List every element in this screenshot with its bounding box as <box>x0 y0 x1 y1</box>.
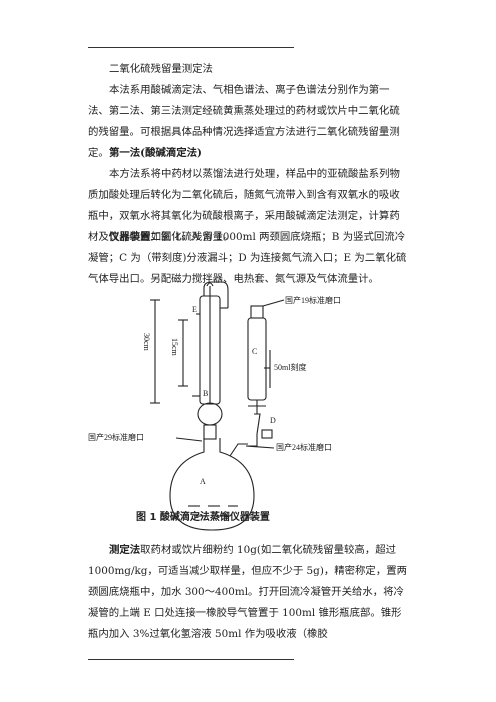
label-A: A <box>200 477 206 486</box>
procedure-text: 取药材或饮片细粉约 10g(如二氧化硫残留量较高，超过 1000mg/kg，可适… <box>88 544 407 640</box>
section-heading: 第一法(酸碱滴定法) <box>109 147 202 159</box>
apparatus-diagram: 30cm 15cm E B C 国产19标准磨口 50ml刻度 D <box>88 281 341 531</box>
apparatus-text: 如图 1。A 为 1000ml 两颈圆底烧瓶；B 为竖式回流冷凝管；C 为（带刻… <box>88 231 407 285</box>
joint-24-label: 国产24标准磨口 <box>276 442 332 452</box>
apparatus-label: 仪器装置 <box>109 231 151 243</box>
condenser-bulb <box>197 402 223 426</box>
apparatus-figure: 30cm 15cm E B C 国产19标准磨口 50ml刻度 D <box>88 278 408 538</box>
joint-29-label: 国产29标准磨口 <box>88 432 144 442</box>
footer-rule <box>88 659 294 660</box>
intro-paragraph: 本法系用酸碱滴定法、气相色谱法、离子色谱法分别作为第一法、第二法、第三法测定经硫… <box>88 84 400 159</box>
section-body: 本方法系将中药材以蒸馏法进行处理，样品中的亚硫酸盐系列物质加酸处理后转化为二氧化… <box>88 168 400 243</box>
header-rule <box>88 47 294 48</box>
apparatus-paragraph: 仪器装置如图 1。A 为 1000ml 两颈圆底烧瓶；B 为竖式回流冷凝管；C … <box>88 227 408 290</box>
label-B: B <box>203 389 208 398</box>
round-bottom-flask <box>169 438 255 531</box>
procedure-label: 测定法 <box>109 544 141 556</box>
separatory-funnel <box>247 317 267 401</box>
label-E: E <box>192 305 197 314</box>
label-C: C <box>252 347 257 356</box>
page-title: 二氧化硫残留量测定法 <box>109 63 213 75</box>
joint-19-label: 国产19标准磨口 <box>285 295 341 305</box>
label-D: D <box>270 416 276 425</box>
gas-outlet-tube <box>203 281 229 308</box>
scale-50-label: 50ml刻度 <box>274 362 306 372</box>
height-15-label: 15cm <box>170 338 179 357</box>
procedure-paragraph: 测定法取药材或饮片细粉约 10g(如二氧化硫残留量较高，超过 1000mg/kg… <box>88 540 408 645</box>
figure-caption: 图 1 酸碱滴定法蒸馏仪器装置 <box>136 512 270 523</box>
height-30-label: 30cm <box>142 333 151 352</box>
